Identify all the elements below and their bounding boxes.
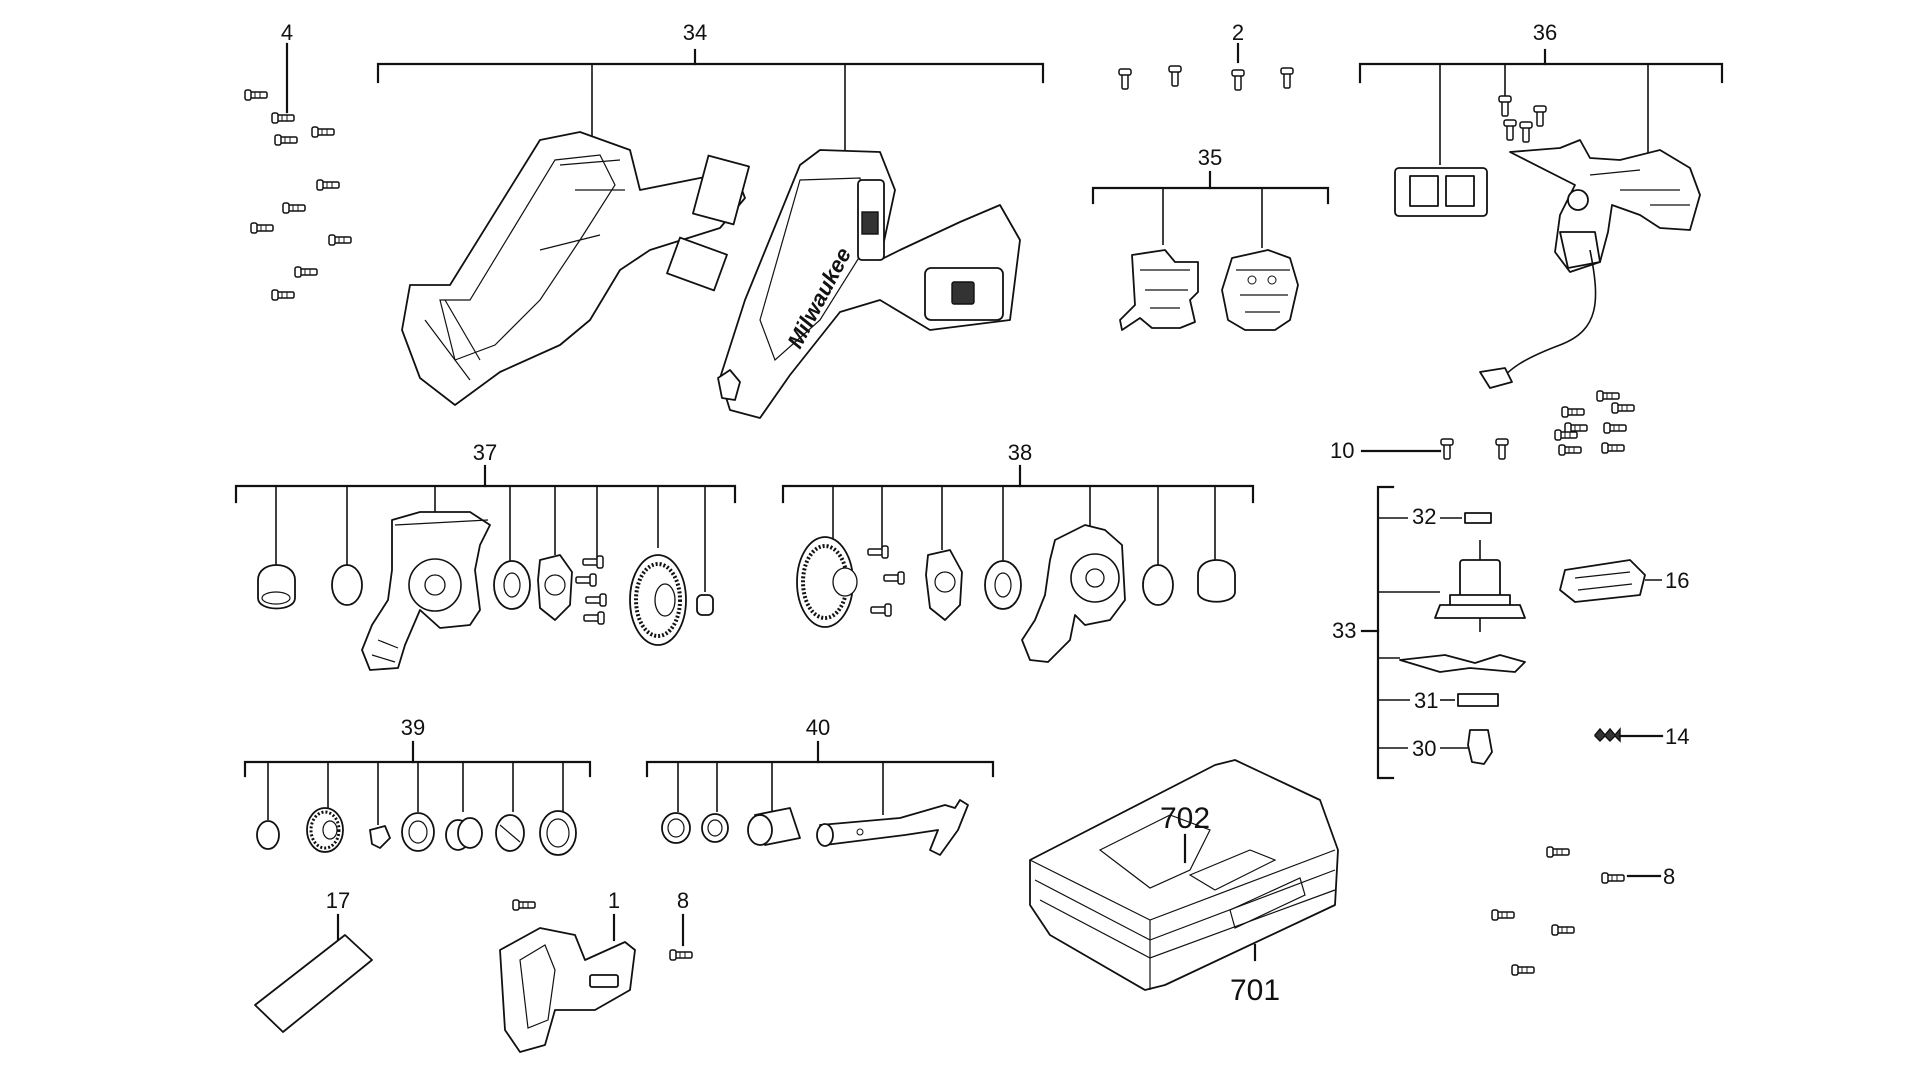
callout-35-label: 35 <box>1198 145 1222 170</box>
callout-40-group: 40 <box>645 715 995 856</box>
part-14-spring <box>1594 727 1621 743</box>
part-39-cam-ring <box>401 812 435 852</box>
screw-set-4 <box>244 89 352 301</box>
callout-14-group: 14 <box>1594 724 1689 749</box>
part-39-clip <box>369 825 391 849</box>
screw-cluster-right <box>1554 390 1635 456</box>
callout-36-label: 36 <box>1533 20 1557 45</box>
carry-case-group: 702 701 <box>1029 759 1339 1007</box>
part-38-gear-housing <box>1021 524 1126 663</box>
part-37-mini-screws <box>575 555 607 625</box>
part-38-bevel-gear <box>796 536 858 628</box>
callout-10-label: 10 <box>1330 438 1354 463</box>
callout-17-group: 17 <box>254 888 373 1033</box>
part-37-gear-housing <box>361 511 491 671</box>
part-39-sleeve <box>445 817 483 851</box>
callout-14-label: 14 <box>1665 724 1689 749</box>
callout-39-group: 39 <box>243 715 592 856</box>
callout-38-label: 38 <box>1008 440 1032 465</box>
part-38-o-ring <box>1142 564 1174 606</box>
housing-left-half <box>401 131 750 406</box>
callout-701-label: 701 <box>1230 974 1280 1007</box>
part-1-nose-guard <box>499 927 636 1053</box>
callout-30-label: 30 <box>1412 736 1436 761</box>
screw-set-2 <box>1118 65 1294 91</box>
part-37-bearing-plate <box>537 554 573 621</box>
part-16-cover <box>1559 559 1646 603</box>
callout-8-left-label: 8 <box>677 888 689 913</box>
callout-16-group: 16 <box>1559 559 1689 603</box>
part-32-key <box>1464 512 1492 524</box>
callout-33-label: 33 <box>1332 618 1356 643</box>
mini-screws-36 <box>1498 95 1547 143</box>
callout-35-group: 35 <box>1091 145 1330 331</box>
switch-block <box>1394 167 1488 217</box>
callout-702-label: 702 <box>1160 802 1210 835</box>
part-40-bushing-2 <box>701 813 729 843</box>
bracket-37 <box>234 484 737 504</box>
callout-10-group: 10 <box>1330 438 1509 463</box>
callout-1-label: 1 <box>608 888 620 913</box>
callout-37-label: 37 <box>473 440 497 465</box>
callout-36-group: 36 <box>1358 20 1724 389</box>
callout-33-group: 33 32 31 30 <box>1332 485 1526 780</box>
bracket-40 <box>645 760 995 778</box>
callout-4-group: 4 <box>244 20 352 301</box>
part-38-bearing <box>984 560 1022 610</box>
part-39-o-ring <box>256 820 280 850</box>
part-39-end-sleeve <box>539 810 577 856</box>
trigger-switch-assembly <box>1509 139 1701 273</box>
callout-2-label: 2 <box>1232 20 1244 45</box>
switch-module-left <box>1119 249 1199 331</box>
part-38-mini-screws <box>867 545 905 617</box>
part-40-bushing-1 <box>661 812 691 844</box>
callout-2-group: 2 <box>1118 20 1294 91</box>
part-38-end-cap <box>1197 559 1236 603</box>
bracket-38 <box>781 484 1255 504</box>
callout-34-label: 34 <box>683 20 707 45</box>
part-33-blade-plate <box>1399 654 1526 673</box>
connector-plug <box>1479 367 1513 389</box>
callout-40-label: 40 <box>806 715 830 740</box>
bracket-36 <box>1358 62 1724 84</box>
part-37-end-cap <box>257 564 296 610</box>
callout-34-group: 34 Milwaukee <box>376 20 1045 419</box>
part-17-label-sheet <box>254 934 373 1033</box>
part-701-carry-case <box>1029 759 1339 991</box>
part-37-bearing <box>493 560 531 610</box>
callout-31-label: 31 <box>1414 688 1438 713</box>
callout-1-group: 1 <box>499 888 636 1053</box>
callout-32-label: 32 <box>1412 504 1436 529</box>
part-40-tube <box>747 807 801 846</box>
part-33-spindle-assembly <box>1434 540 1526 632</box>
part-38-bearing-plate <box>925 549 963 621</box>
part-37-needle-bearing <box>696 594 714 616</box>
switch-module-right <box>1221 249 1299 331</box>
callout-37-group: 37 <box>234 440 737 671</box>
callout-17-label: 17 <box>326 888 350 913</box>
callout-8-right-label: 8 <box>1663 864 1675 889</box>
bracket-34 <box>376 62 1045 84</box>
part-30-bushing <box>1467 729 1493 765</box>
callout-8-right-group: 8 <box>1491 846 1675 976</box>
bracket-35 <box>1091 186 1330 205</box>
part-31-pin <box>1457 693 1499 707</box>
wire-harness <box>1501 249 1597 379</box>
bracket-33 <box>1376 485 1395 780</box>
part-39-knurled-collar <box>306 807 344 853</box>
housing-right-half: Milwaukee <box>717 149 1021 419</box>
callout-16-label: 16 <box>1665 568 1689 593</box>
callout-38-group: 38 <box>781 440 1255 663</box>
part-40-plunger <box>816 799 969 856</box>
callout-4-label: 4 <box>281 20 293 45</box>
callout-39-label: 39 <box>401 715 425 740</box>
part-37-o-ring <box>331 564 363 606</box>
part-39-spring-ring <box>495 814 525 852</box>
part-37-bevel-gear <box>629 554 687 646</box>
callout-8-left-group: 8 <box>669 888 693 961</box>
